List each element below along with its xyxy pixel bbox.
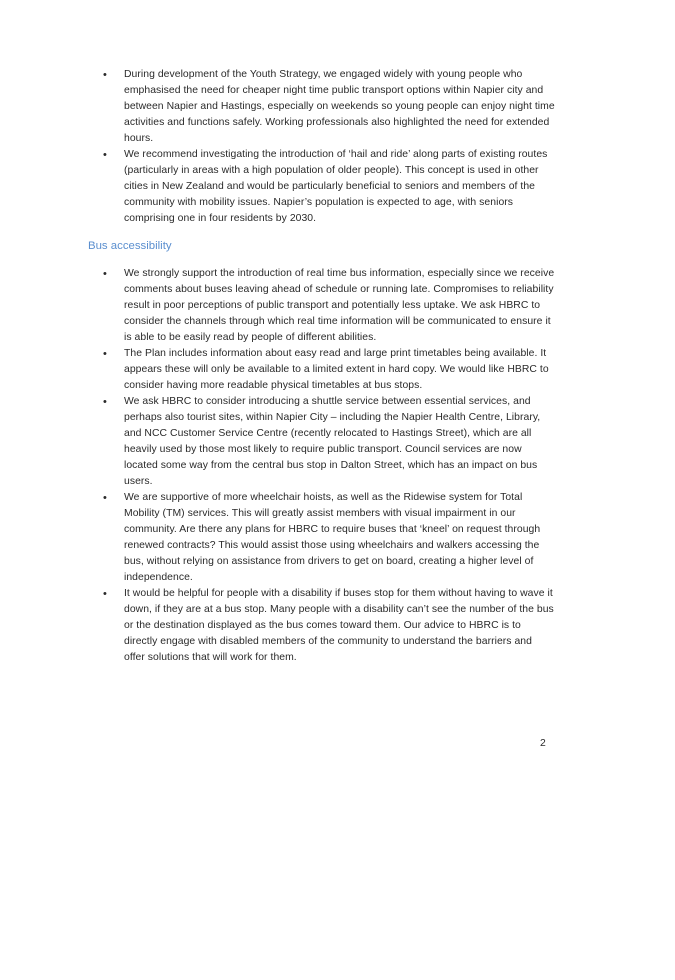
bullet-icon: • bbox=[103, 69, 107, 81]
list-item: • We are supportive of more wheelchair h… bbox=[103, 490, 555, 586]
bullet-icon: • bbox=[103, 588, 107, 600]
list-item-text: During development of the Youth Strategy… bbox=[124, 69, 555, 144]
bullet-icon: • bbox=[103, 348, 107, 360]
bullet-icon: • bbox=[103, 492, 107, 504]
bullet-list-transport-options: • During development of the Youth Strate… bbox=[103, 67, 555, 227]
list-item-text: We strongly support the introduction of … bbox=[124, 268, 555, 343]
bullet-list-bus-accessibility: • We strongly support the introduction o… bbox=[103, 266, 555, 666]
list-item: • The Plan includes information about ea… bbox=[103, 346, 555, 394]
list-item-text: We recommend investigating the introduct… bbox=[124, 149, 548, 224]
bullet-icon: • bbox=[103, 268, 107, 280]
page-number: 2 bbox=[540, 738, 546, 749]
list-item: • During development of the Youth Strate… bbox=[103, 67, 555, 147]
list-item: • We recommend investigating the introdu… bbox=[103, 147, 555, 227]
section-heading-bus-accessibility: Bus accessibility bbox=[88, 240, 172, 252]
list-item-text: We are supportive of more wheelchair hoi… bbox=[124, 492, 541, 583]
bullet-icon: • bbox=[103, 149, 107, 161]
list-item-text: We ask HBRC to consider introducing a sh… bbox=[124, 396, 541, 487]
bullet-icon: • bbox=[103, 396, 107, 408]
list-item: • We strongly support the introduction o… bbox=[103, 266, 555, 346]
list-item-text: The Plan includes information about easy… bbox=[124, 348, 549, 391]
list-item: • We ask HBRC to consider introducing a … bbox=[103, 394, 555, 490]
list-item-text: It would be helpful for people with a di… bbox=[124, 588, 554, 663]
list-item: • It would be helpful for people with a … bbox=[103, 586, 555, 666]
